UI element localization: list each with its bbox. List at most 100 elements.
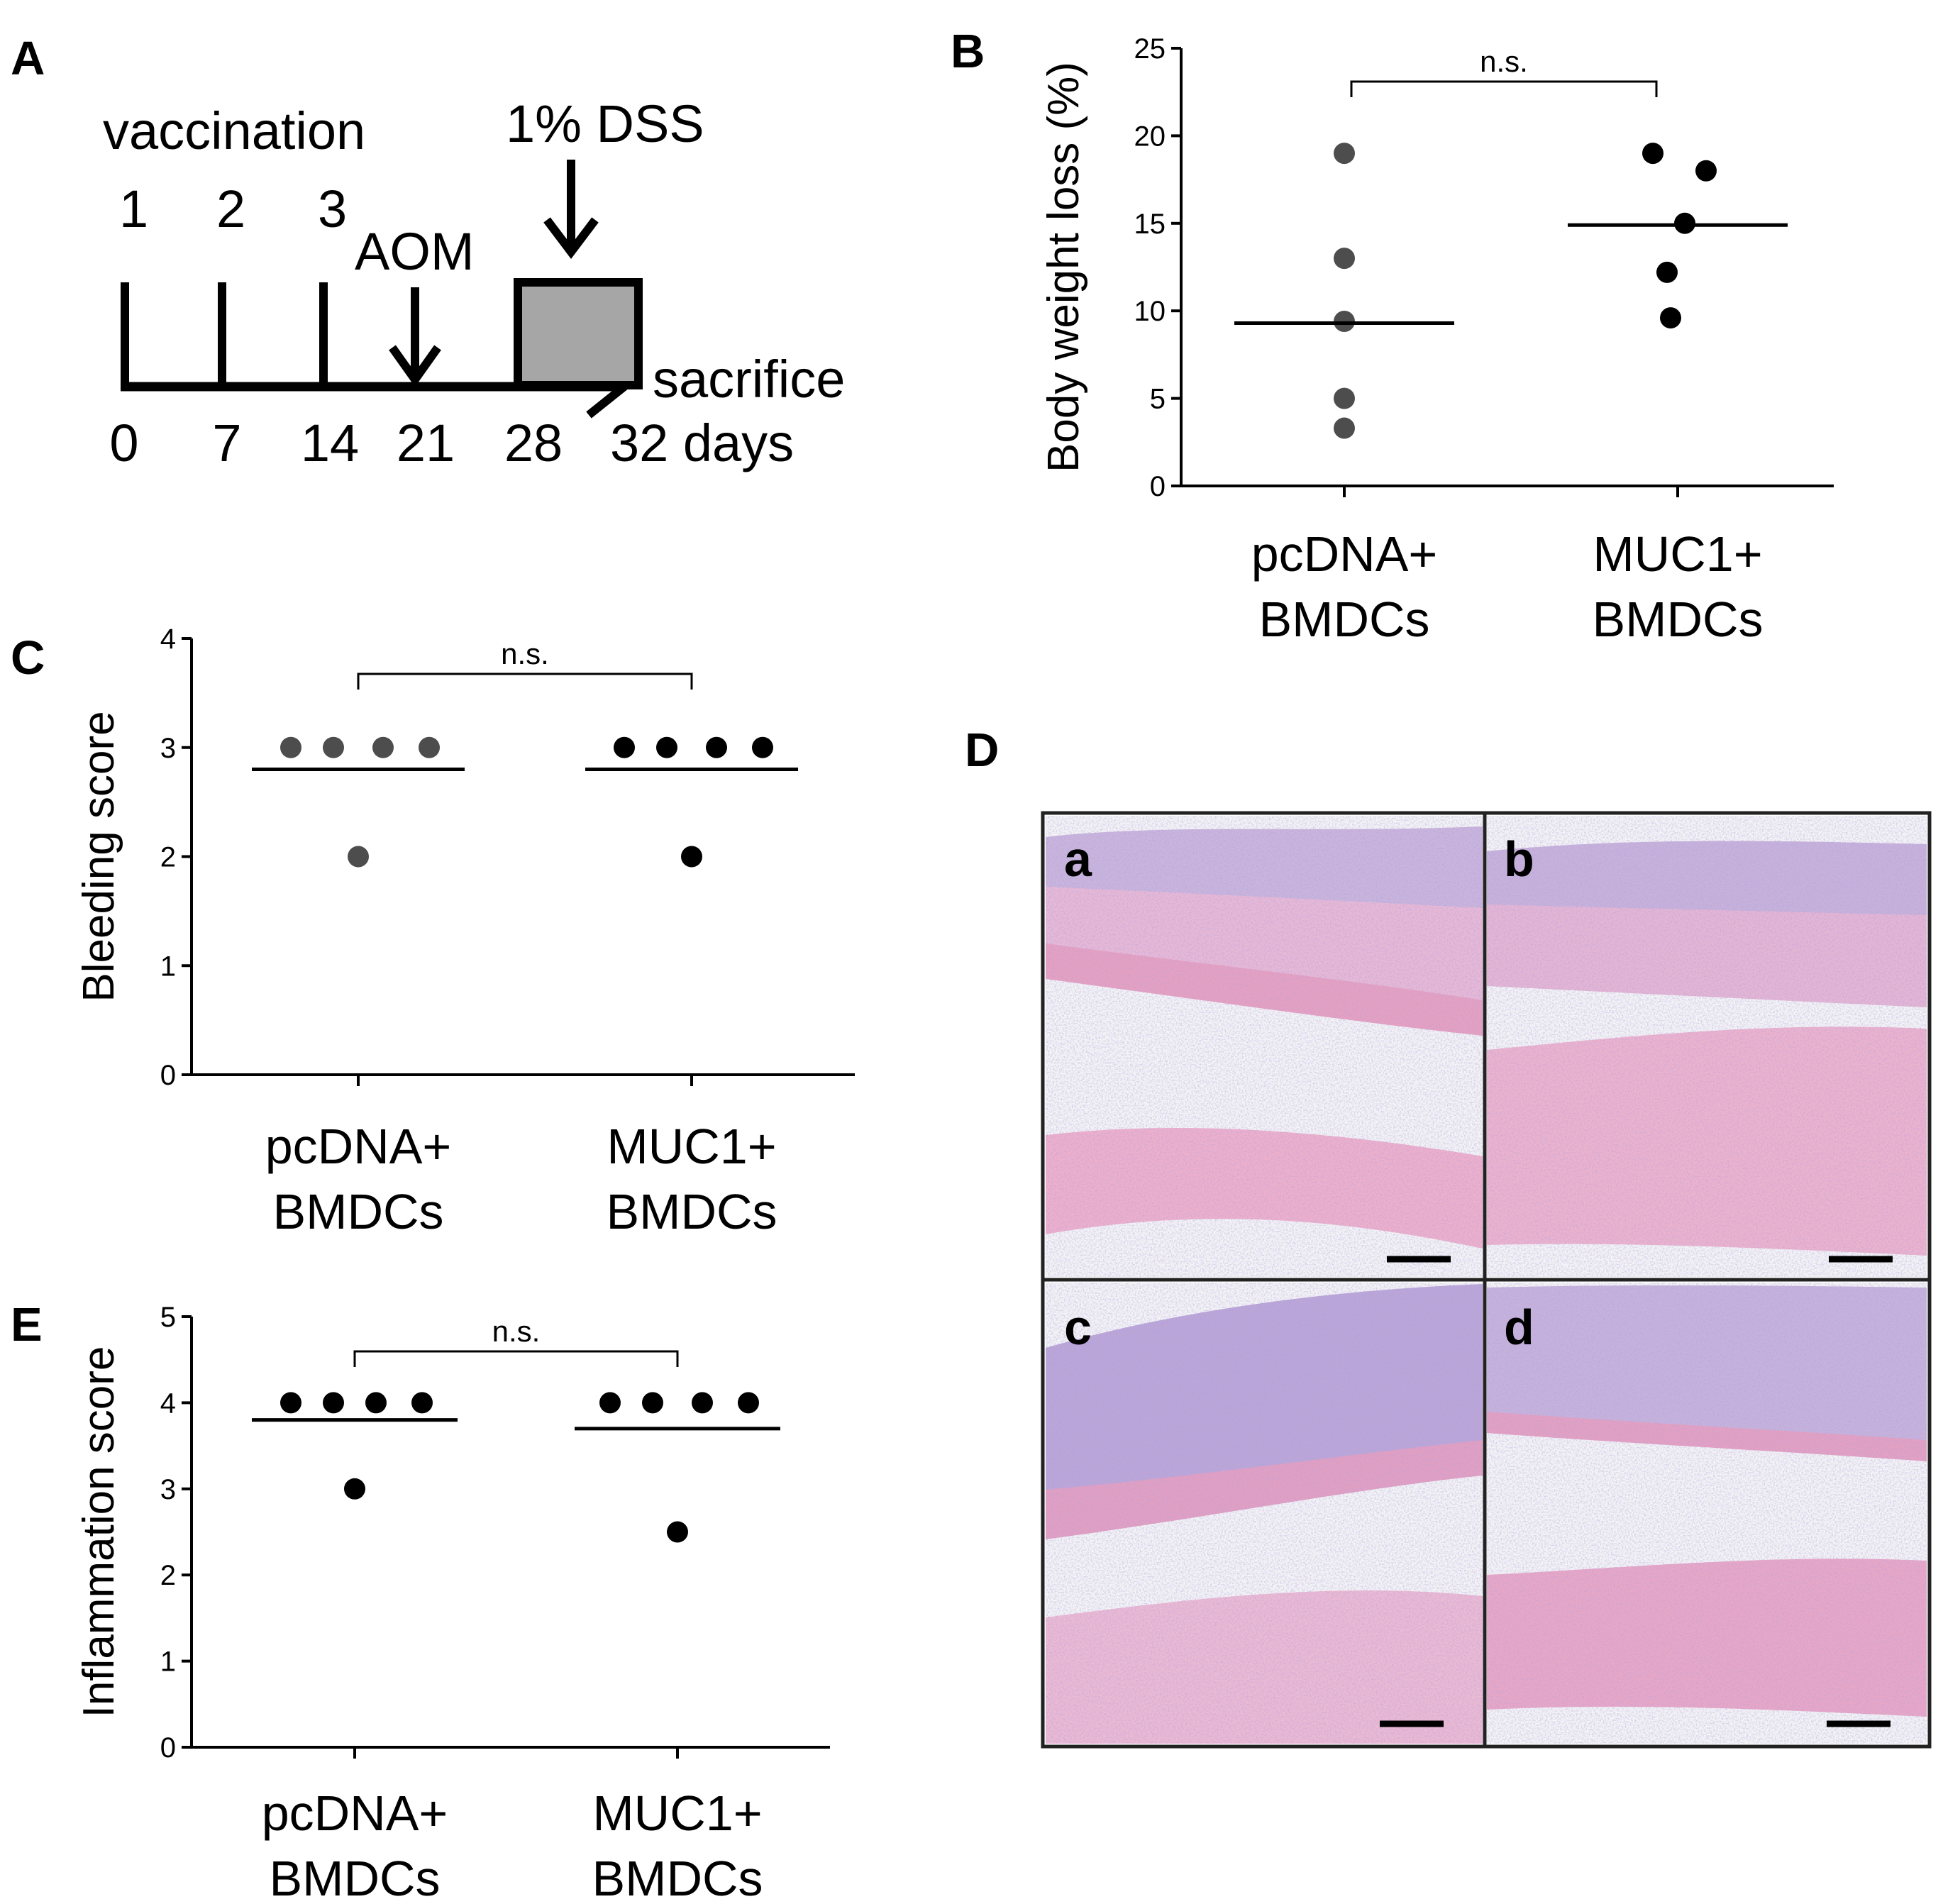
significance-label: n.s. [501, 637, 549, 670]
panel-label-e: E [11, 1298, 43, 1351]
dss-period-box [514, 278, 643, 389]
timeline-diagram: vaccination 1 2 3 AOM 1% DSS sacrifice 0… [103, 94, 845, 472]
micrograph-b [1487, 816, 1927, 1277]
day-tick-28: 28 [504, 414, 563, 472]
data-point [280, 1392, 301, 1414]
data-point [667, 1521, 688, 1543]
data-point [1660, 307, 1681, 329]
y-tick-label: 2 [160, 842, 176, 873]
aom-arrow [389, 287, 441, 387]
panel-label-d: D [965, 724, 999, 777]
category-label: pcDNA+ [1251, 526, 1438, 582]
y-tick-label: 4 [160, 624, 176, 655]
data-point [323, 736, 344, 758]
histology-panel: a b c d [1041, 811, 1932, 1749]
y-tick-label: 20 [1134, 121, 1166, 152]
y-tick-label: 3 [160, 1474, 176, 1505]
y-tick-label: 15 [1134, 209, 1166, 240]
category-label: BMDCs [272, 1184, 443, 1239]
category-label: pcDNA+ [265, 1119, 452, 1174]
data-point [1642, 143, 1664, 165]
day-tick-0: 0 [109, 414, 138, 472]
category-label: MUC1+ [1593, 526, 1762, 582]
data-point [1656, 261, 1678, 283]
data-point [1334, 248, 1355, 270]
category-label: MUC1+ [592, 1786, 762, 1841]
data-point [1334, 417, 1355, 439]
data-point [348, 846, 369, 868]
panel-label-b: B [951, 25, 985, 78]
data-point [1334, 143, 1355, 165]
micrograph-c [1046, 1283, 1483, 1744]
data-point [323, 1392, 344, 1414]
significance-bracket [1350, 80, 1658, 97]
significance-label: n.s. [1480, 45, 1528, 78]
day-tick-32: 32 days [610, 414, 794, 472]
y-axis-label: Bleeding score [74, 711, 123, 1002]
y-axis-label: Body weight loss (%) [1039, 62, 1088, 472]
y-tick-label: 1 [160, 951, 176, 982]
y-tick-label: 4 [160, 1388, 176, 1419]
category-label: BMDCs [1258, 592, 1429, 647]
data-point [372, 736, 394, 758]
data-point [280, 736, 301, 758]
panel-label-a: A [11, 32, 45, 85]
data-point [419, 736, 440, 758]
category-label: BMDCs [606, 1184, 777, 1239]
micrograph-label-c: c [1064, 1300, 1092, 1355]
y-tick-label: 3 [160, 733, 176, 764]
dss-arrow [543, 160, 599, 259]
micrograph-label-d: d [1504, 1300, 1534, 1355]
aom-label: AOM [355, 222, 475, 281]
y-tick-label: 0 [1150, 471, 1166, 502]
data-point [642, 1392, 663, 1414]
micrograph-a [1046, 816, 1483, 1277]
chart-inflammation-score: 0 1 2 3 4 5 pcDNA+ BMDCs MUC1+ BMDCs Inflammation … [74, 1302, 830, 1904]
micrograph-d [1487, 1283, 1927, 1744]
chart-bleeding-score: 0 1 2 3 4 pcDNA+ BMDCs MUC1+ BMDCs Bleeding score… [74, 624, 855, 1239]
vaccination-number-3: 3 [318, 179, 347, 238]
data-point [738, 1392, 759, 1414]
micrograph-label-b: b [1504, 831, 1534, 887]
panel-label-c: C [11, 631, 45, 685]
category-label: MUC1+ [607, 1119, 776, 1174]
data-point [656, 736, 677, 758]
category-label: BMDCs [269, 1851, 440, 1904]
day-tick-14: 14 [301, 414, 359, 472]
category-label: pcDNA+ [262, 1786, 448, 1841]
vaccination-number-1: 1 [119, 179, 148, 238]
chart-body-weight-loss: 0 5 10 15 20 25 pcDNA+ BMDCs MUC1+ BMDCs Body weig… [1039, 33, 1834, 647]
day-tick-7: 7 [212, 414, 241, 472]
y-tick-label: 2 [160, 1560, 176, 1591]
y-tick-label: 10 [1134, 296, 1166, 327]
data-point [614, 736, 635, 758]
data-point [344, 1478, 365, 1500]
data-point [692, 1392, 713, 1414]
y-tick-label: 5 [1150, 384, 1166, 415]
significance-bracket [353, 1350, 679, 1367]
data-point [752, 736, 773, 758]
data-point [1695, 160, 1717, 182]
y-axis-label: Inflammation score [74, 1346, 123, 1718]
dss-label: 1% DSS [506, 94, 704, 153]
day-tick-21: 21 [397, 414, 455, 472]
data-point [411, 1392, 433, 1414]
y-tick-label: 1 [160, 1646, 176, 1678]
significance-bracket [357, 673, 693, 690]
data-point [599, 1392, 621, 1414]
y-tick-label: 0 [160, 1060, 176, 1091]
data-point [681, 846, 702, 868]
category-label: BMDCs [592, 1851, 763, 1904]
significance-label: n.s. [492, 1314, 541, 1348]
micrograph-label-a: a [1064, 831, 1092, 887]
y-tick-label: 0 [160, 1732, 176, 1764]
vaccination-number-2: 2 [216, 179, 245, 238]
category-label: BMDCs [1592, 592, 1763, 647]
data-point [706, 736, 727, 758]
vaccination-label: vaccination [103, 101, 365, 160]
sacrifice-label: sacrifice [653, 350, 845, 409]
data-point [365, 1392, 387, 1414]
y-tick-label: 5 [160, 1302, 176, 1333]
y-tick-label: 25 [1134, 33, 1166, 65]
